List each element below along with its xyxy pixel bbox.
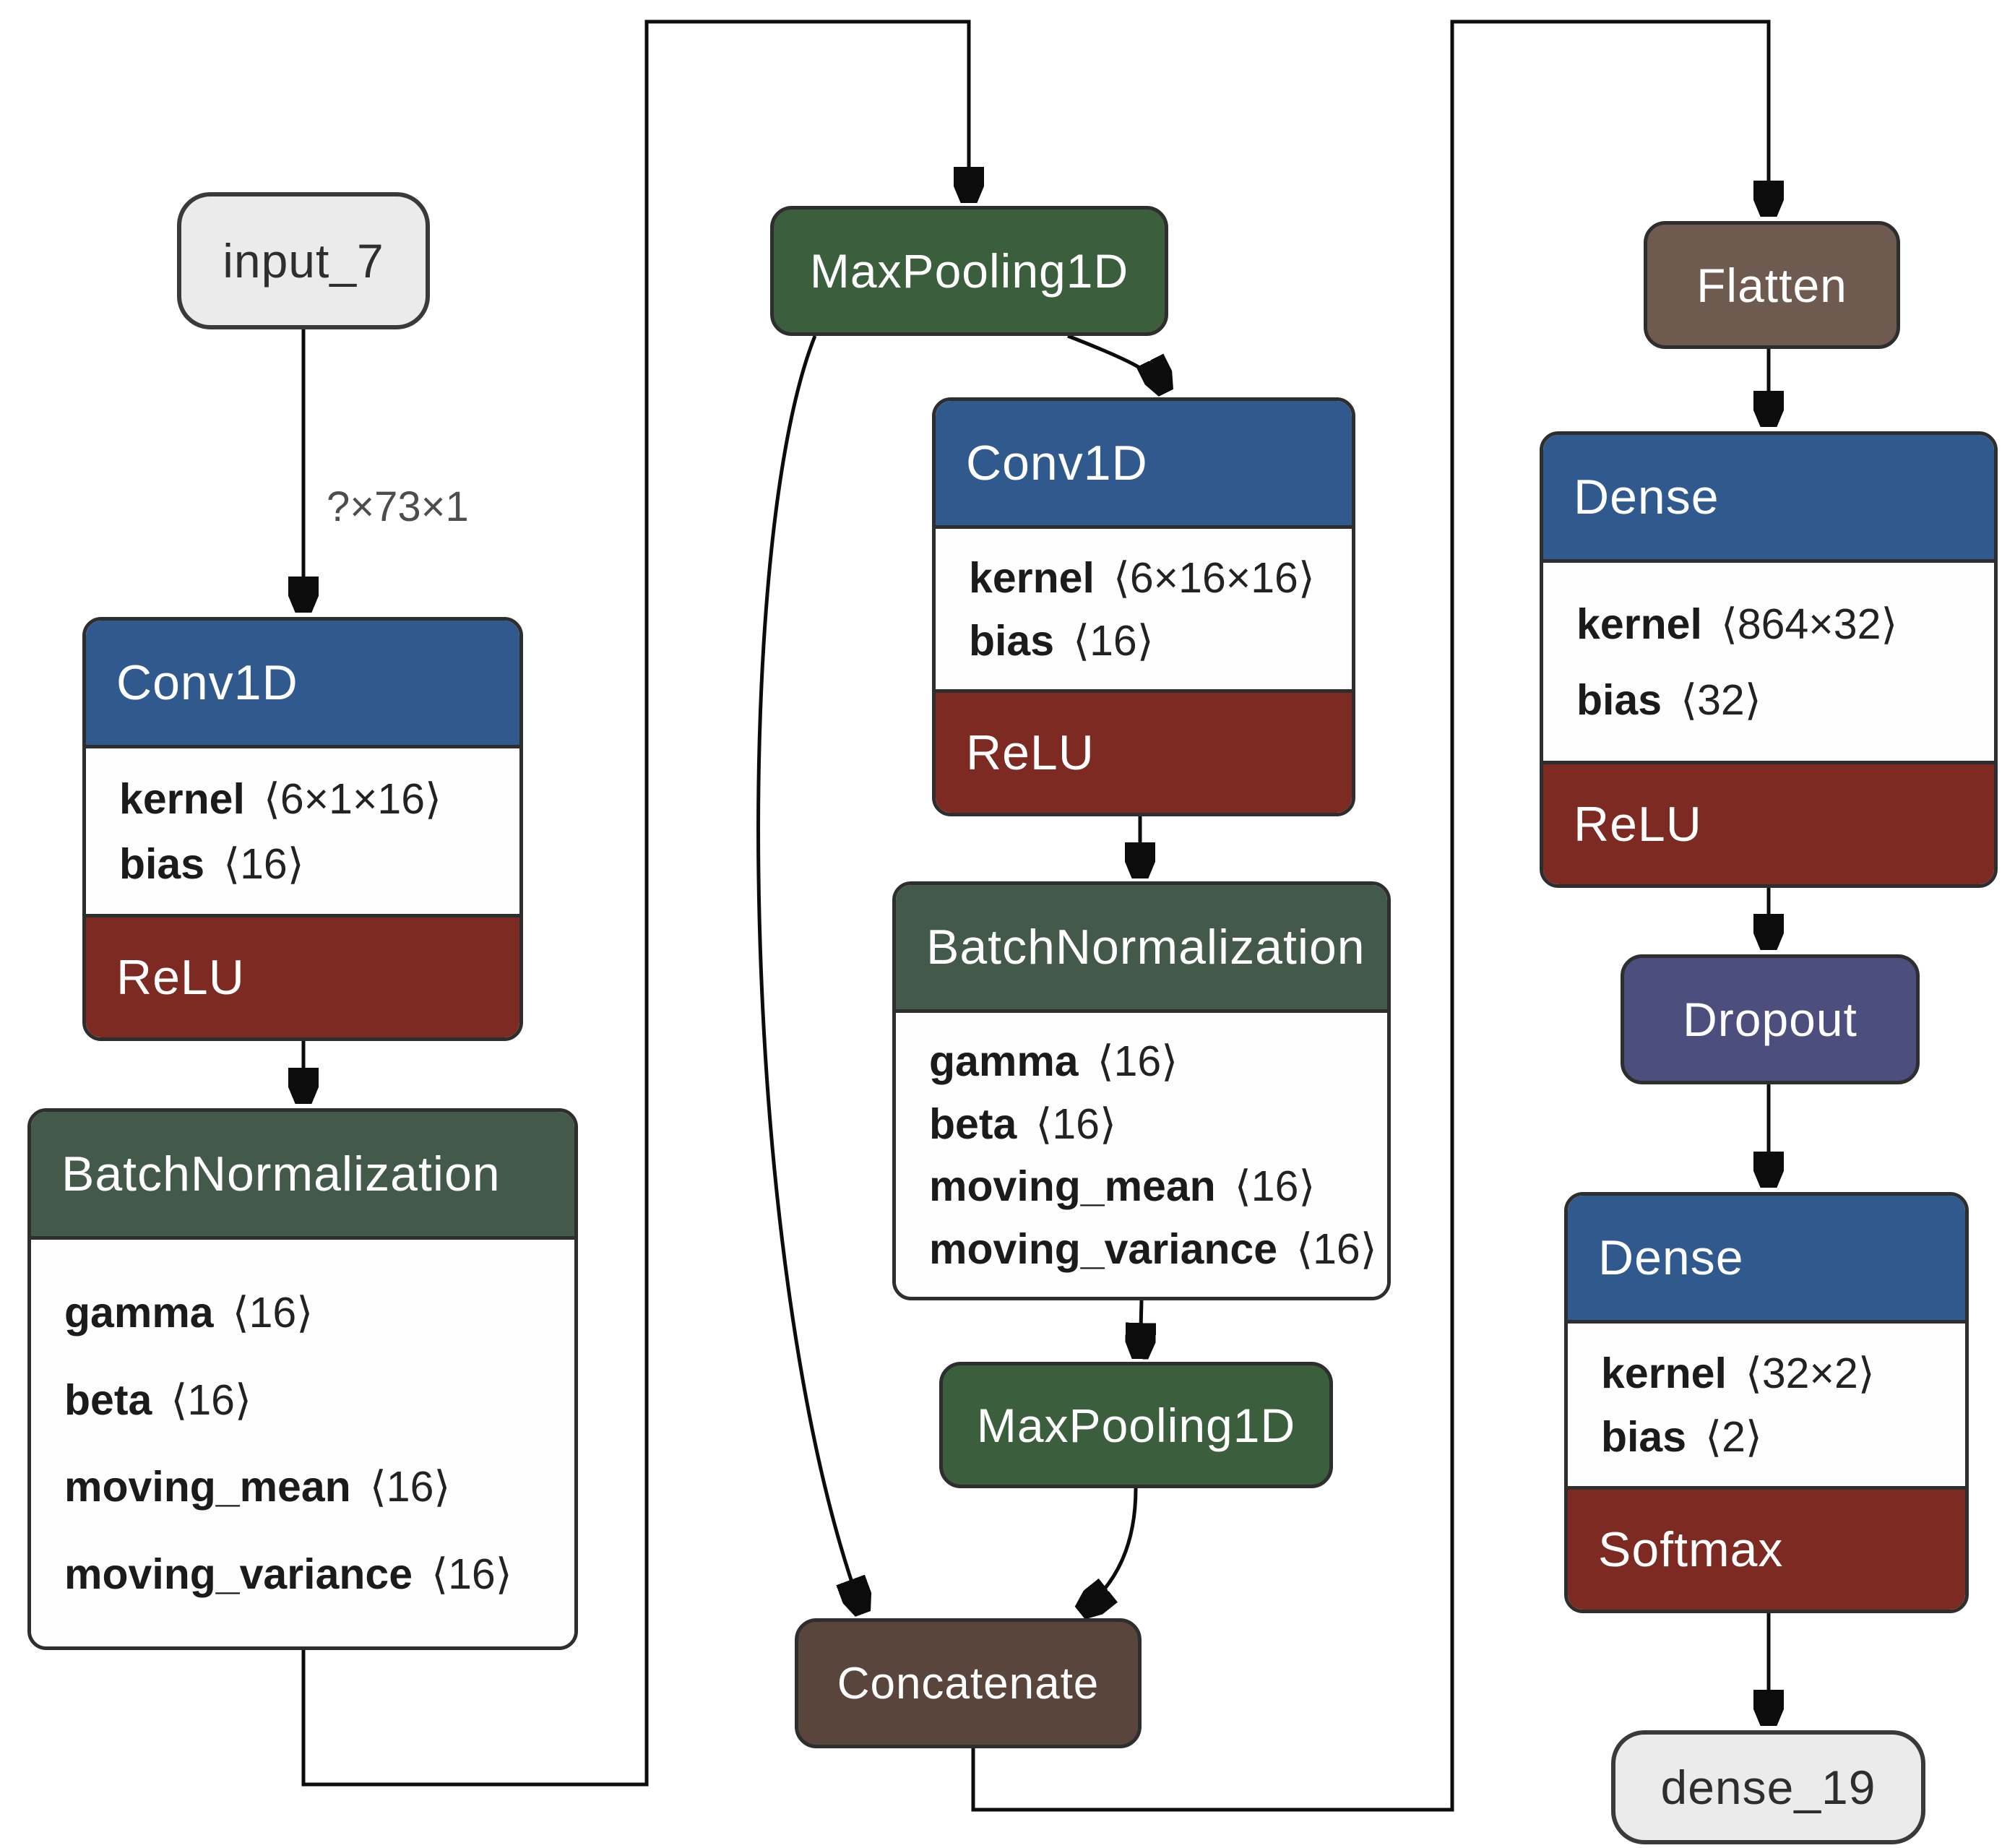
param-shape: ⟨16⟩ xyxy=(171,1376,251,1424)
node-conv1d-2: Conv1D kernel ⟨6×16×16⟩ bias ⟨16⟩ ReLU xyxy=(932,397,1355,816)
param-name: bias xyxy=(1601,1413,1687,1461)
node-input7-label: input_7 xyxy=(223,234,384,288)
param-row: moving_mean ⟨16⟩ xyxy=(929,1161,1373,1211)
edge-concatenate-to-flatten xyxy=(971,20,1769,1812)
node-dense-1-params: kernel ⟨864×32⟩ bias ⟨32⟩ xyxy=(1543,563,1994,761)
param-shape: ⟨16⟩ xyxy=(369,1463,451,1511)
param-row: moving_variance ⟨16⟩ xyxy=(929,1224,1377,1274)
node-dense-1-title: Dense xyxy=(1543,435,1994,563)
param-row: bias ⟨16⟩ xyxy=(119,839,505,889)
param-shape: ⟨16⟩ xyxy=(1097,1037,1178,1085)
node-batchnorm-1-params: gamma ⟨16⟩ beta ⟨16⟩ moving_mean ⟨16⟩ movin… xyxy=(31,1240,574,1646)
node-dropout: Dropout xyxy=(1621,954,1920,1084)
param-shape: ⟨16⟩ xyxy=(1035,1100,1116,1148)
node-batchnorm-2-params: gamma ⟨16⟩ beta ⟨16⟩ moving_mean ⟨16⟩ movin… xyxy=(896,1013,1387,1297)
node-conv1d-1: Conv1D kernel ⟨6×1×16⟩ bias ⟨16⟩ ReLU xyxy=(82,617,523,1041)
param-row: beta ⟨16⟩ xyxy=(929,1099,1373,1149)
node-conv1d-1-params: kernel ⟨6×1×16⟩ bias ⟨16⟩ xyxy=(86,748,519,914)
node-dense-2-activation: Softmax xyxy=(1568,1486,1965,1610)
edge-maxpool-1-to-concatenate xyxy=(756,335,862,1611)
param-shape: ⟨16⟩ xyxy=(1234,1162,1316,1211)
node-dense-2-title: Dense xyxy=(1568,1196,1965,1324)
param-row: kernel ⟨6×1×16⟩ xyxy=(119,774,505,824)
param-name: kernel xyxy=(969,553,1095,602)
param-name: bias xyxy=(119,840,205,888)
param-name: gamma xyxy=(64,1288,214,1337)
node-dropout-label: Dropout xyxy=(1683,993,1857,1046)
param-name: moving_variance xyxy=(64,1550,413,1599)
node-dense-1: Dense kernel ⟨864×32⟩ bias ⟨32⟩ ReLU xyxy=(1540,431,1998,888)
param-name: moving_variance xyxy=(929,1225,1278,1274)
param-name: bias xyxy=(969,617,1055,665)
node-conv1d-2-title: Conv1D xyxy=(936,401,1352,529)
node-maxpool-2-label: MaxPooling1D xyxy=(976,1398,1296,1452)
node-flatten: Flatten xyxy=(1644,221,1900,349)
param-name: kernel xyxy=(119,775,245,823)
param-shape: ⟨32×2⟩ xyxy=(1745,1349,1875,1397)
node-batchnorm-1: BatchNormalization gamma ⟨16⟩ beta ⟨16⟩ mo… xyxy=(27,1108,578,1650)
edge-maxpool-2-to-concatenate xyxy=(1082,1488,1138,1611)
param-row: kernel ⟨864×32⟩ xyxy=(1576,599,1980,649)
param-row: bias ⟨16⟩ xyxy=(969,616,1337,665)
node-dense19-label: dense_19 xyxy=(1660,1761,1876,1814)
edge-shape-label: ?×73×1 xyxy=(327,483,469,530)
node-flatten-label: Flatten xyxy=(1696,258,1847,312)
param-name: moving_mean xyxy=(929,1162,1216,1211)
param-shape: ⟨16⟩ xyxy=(223,840,304,888)
node-dense-2-params: kernel ⟨32×2⟩ bias ⟨2⟩ xyxy=(1568,1324,1965,1486)
edge-maxpool-1-to-conv1d-2 xyxy=(1067,334,1165,390)
param-row: bias ⟨2⟩ xyxy=(1601,1412,1951,1461)
param-shape: ⟨6×16×16⟩ xyxy=(1113,553,1315,602)
node-maxpool-2: MaxPooling1D xyxy=(939,1362,1333,1488)
param-name: gamma xyxy=(929,1037,1079,1085)
node-batchnorm-2-title: BatchNormalization xyxy=(896,885,1387,1013)
node-dense19: dense_19 xyxy=(1611,1730,1925,1844)
node-maxpool-1: MaxPooling1D xyxy=(770,206,1168,336)
param-name: bias xyxy=(1576,676,1662,724)
edge-batchnorm-2-to-maxpool-2 xyxy=(1140,1300,1142,1356)
param-row: kernel ⟨6×16×16⟩ xyxy=(969,553,1337,603)
node-concatenate: Concatenate xyxy=(795,1618,1142,1748)
param-shape: ⟨864×32⟩ xyxy=(1720,600,1898,648)
param-row: gamma ⟨16⟩ xyxy=(64,1287,560,1337)
param-shape: ⟨32⟩ xyxy=(1680,676,1761,724)
param-row: beta ⟨16⟩ xyxy=(64,1375,560,1425)
node-batchnorm-1-title: BatchNormalization xyxy=(31,1112,574,1240)
edge-batchnorm-1-to-maxpool-1 xyxy=(301,20,969,1787)
param-row: moving_variance ⟨16⟩ xyxy=(64,1549,560,1599)
param-name: kernel xyxy=(1601,1349,1727,1397)
node-input7: input_7 xyxy=(177,192,430,329)
param-shape: ⟨16⟩ xyxy=(1296,1225,1377,1274)
param-shape: ⟨16⟩ xyxy=(232,1288,314,1337)
param-row: kernel ⟨32×2⟩ xyxy=(1601,1348,1951,1398)
node-conv1d-2-params: kernel ⟨6×16×16⟩ bias ⟨16⟩ xyxy=(936,529,1352,689)
param-shape: ⟨16⟩ xyxy=(1073,617,1154,665)
param-shape: ⟨6×1×16⟩ xyxy=(263,775,442,823)
param-shape: ⟨2⟩ xyxy=(1705,1413,1762,1461)
param-row: bias ⟨32⟩ xyxy=(1576,675,1980,725)
param-name: moving_mean xyxy=(64,1463,351,1511)
param-name: beta xyxy=(929,1100,1017,1148)
node-dense-2: Dense kernel ⟨32×2⟩ bias ⟨2⟩ Softmax xyxy=(1564,1192,1969,1613)
node-conv1d-2-activation: ReLU xyxy=(936,689,1352,813)
node-concatenate-label: Concatenate xyxy=(837,1658,1100,1709)
param-name: kernel xyxy=(1576,600,1702,648)
node-dense-1-activation: ReLU xyxy=(1543,761,1994,884)
param-shape: ⟨16⟩ xyxy=(431,1550,512,1599)
node-conv1d-1-title: Conv1D xyxy=(86,621,519,748)
node-batchnorm-2: BatchNormalization gamma ⟨16⟩ beta ⟨16⟩ mo… xyxy=(892,881,1391,1300)
param-row: moving_mean ⟨16⟩ xyxy=(64,1461,560,1511)
param-name: beta xyxy=(64,1376,152,1424)
param-row: gamma ⟨16⟩ xyxy=(929,1036,1373,1086)
node-conv1d-1-activation: ReLU xyxy=(86,914,519,1037)
node-maxpool-1-label: MaxPooling1D xyxy=(809,244,1129,298)
